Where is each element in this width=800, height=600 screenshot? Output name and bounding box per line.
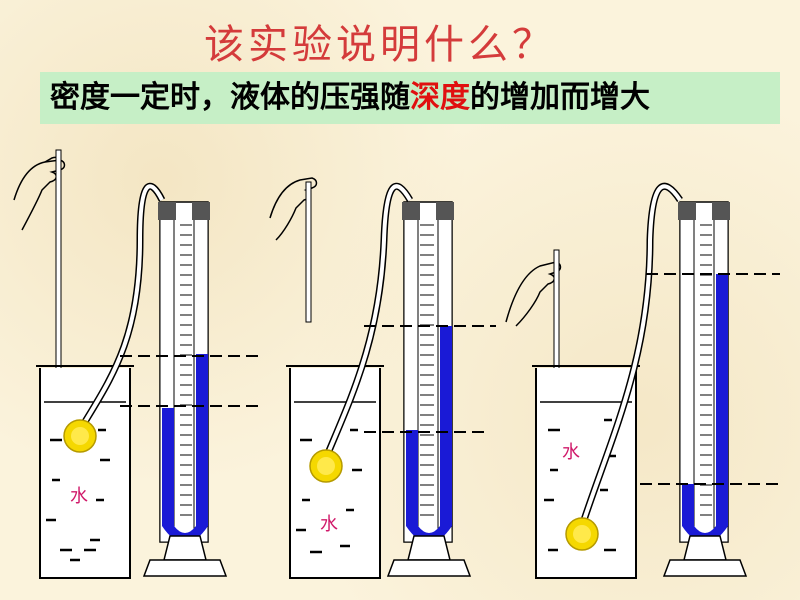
liquid-left <box>406 430 418 526</box>
slide-question: 该实验说明什么？ <box>204 22 556 68</box>
u-tube-manometer <box>662 201 748 577</box>
water-label: 水 <box>320 514 338 535</box>
conclusion-highlight: 深度 <box>410 80 470 115</box>
conclusion-banner: 密度一定时，液体的压强随深度的增加而增大 <box>40 72 780 124</box>
pressure-probe-icon <box>309 449 343 483</box>
u-tube-manometer <box>386 201 472 577</box>
conclusion-text-start: 密度一定时，液体的压强随 <box>50 80 410 115</box>
beaker: 水 <box>36 365 134 579</box>
setup-2: 水 <box>269 177 496 579</box>
liquid-right <box>440 326 452 526</box>
liquid-right <box>716 274 728 526</box>
u-tube-manometer <box>142 201 228 577</box>
liquid-left <box>162 408 174 526</box>
setup-1: 水 <box>13 149 260 579</box>
hand-icon <box>505 261 562 327</box>
setup-3: 水 <box>505 182 780 579</box>
pressure-probe-icon <box>565 517 599 551</box>
water-label: 水 <box>70 486 88 507</box>
liquid-left <box>682 484 694 526</box>
experiment-diagram: 水 <box>13 149 780 579</box>
pressure-probe-icon <box>63 419 97 453</box>
probe-rod <box>305 181 312 323</box>
liquid-right <box>196 354 208 526</box>
water-label: 水 <box>562 442 580 463</box>
beaker: 水 <box>532 365 640 579</box>
conclusion-text-end: 的增加而增大 <box>470 80 650 115</box>
